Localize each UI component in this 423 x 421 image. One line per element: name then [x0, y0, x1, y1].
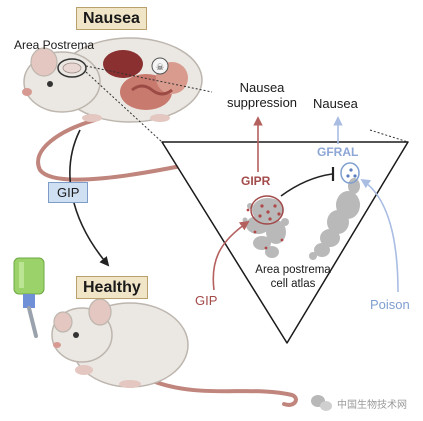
cell-atlas-label: Area postrema cell atlas	[248, 263, 338, 291]
gfral-cells	[346, 168, 357, 178]
gipr-highlight	[250, 195, 284, 225]
nausea-top-label: Nausea	[76, 7, 147, 30]
cell-atlas-cluster-right	[309, 178, 360, 260]
gip-box-label: GIP	[48, 182, 89, 203]
wechat-icon	[311, 395, 332, 411]
nausea-suppression-label: Nausea suppression	[222, 80, 302, 110]
area-postrema-label: Area Postrema	[14, 38, 95, 52]
watermark-text: 中国生物技术网	[337, 400, 407, 411]
water-bottle-icon	[13, 257, 45, 338]
poison-label: Poison	[370, 297, 410, 312]
gip-bottom-label: GIP	[195, 293, 218, 308]
nausea-suppression-line1: Nausea	[239, 80, 285, 95]
cell-atlas-cluster-left	[242, 198, 289, 258]
cell-atlas-line1: Area postrema	[255, 264, 331, 276]
gfral-highlight	[340, 162, 360, 184]
gipr-cells	[246, 204, 284, 250]
nausea-suppression-line2: suppression	[226, 95, 298, 110]
gfral-label: GFRAL	[317, 145, 359, 159]
healthy-mouse-icon	[51, 298, 298, 407]
gipr-label: GIPR	[241, 174, 271, 188]
top-mouse-icon: ☠	[22, 37, 212, 182]
healthy-label: Healthy	[76, 276, 148, 299]
svg-text:☠: ☠	[156, 63, 164, 73]
cell-atlas-line2: cell atlas	[270, 278, 316, 290]
nausea-right-label: Nausea	[313, 96, 358, 111]
area-postrema-triangle	[161, 141, 409, 344]
